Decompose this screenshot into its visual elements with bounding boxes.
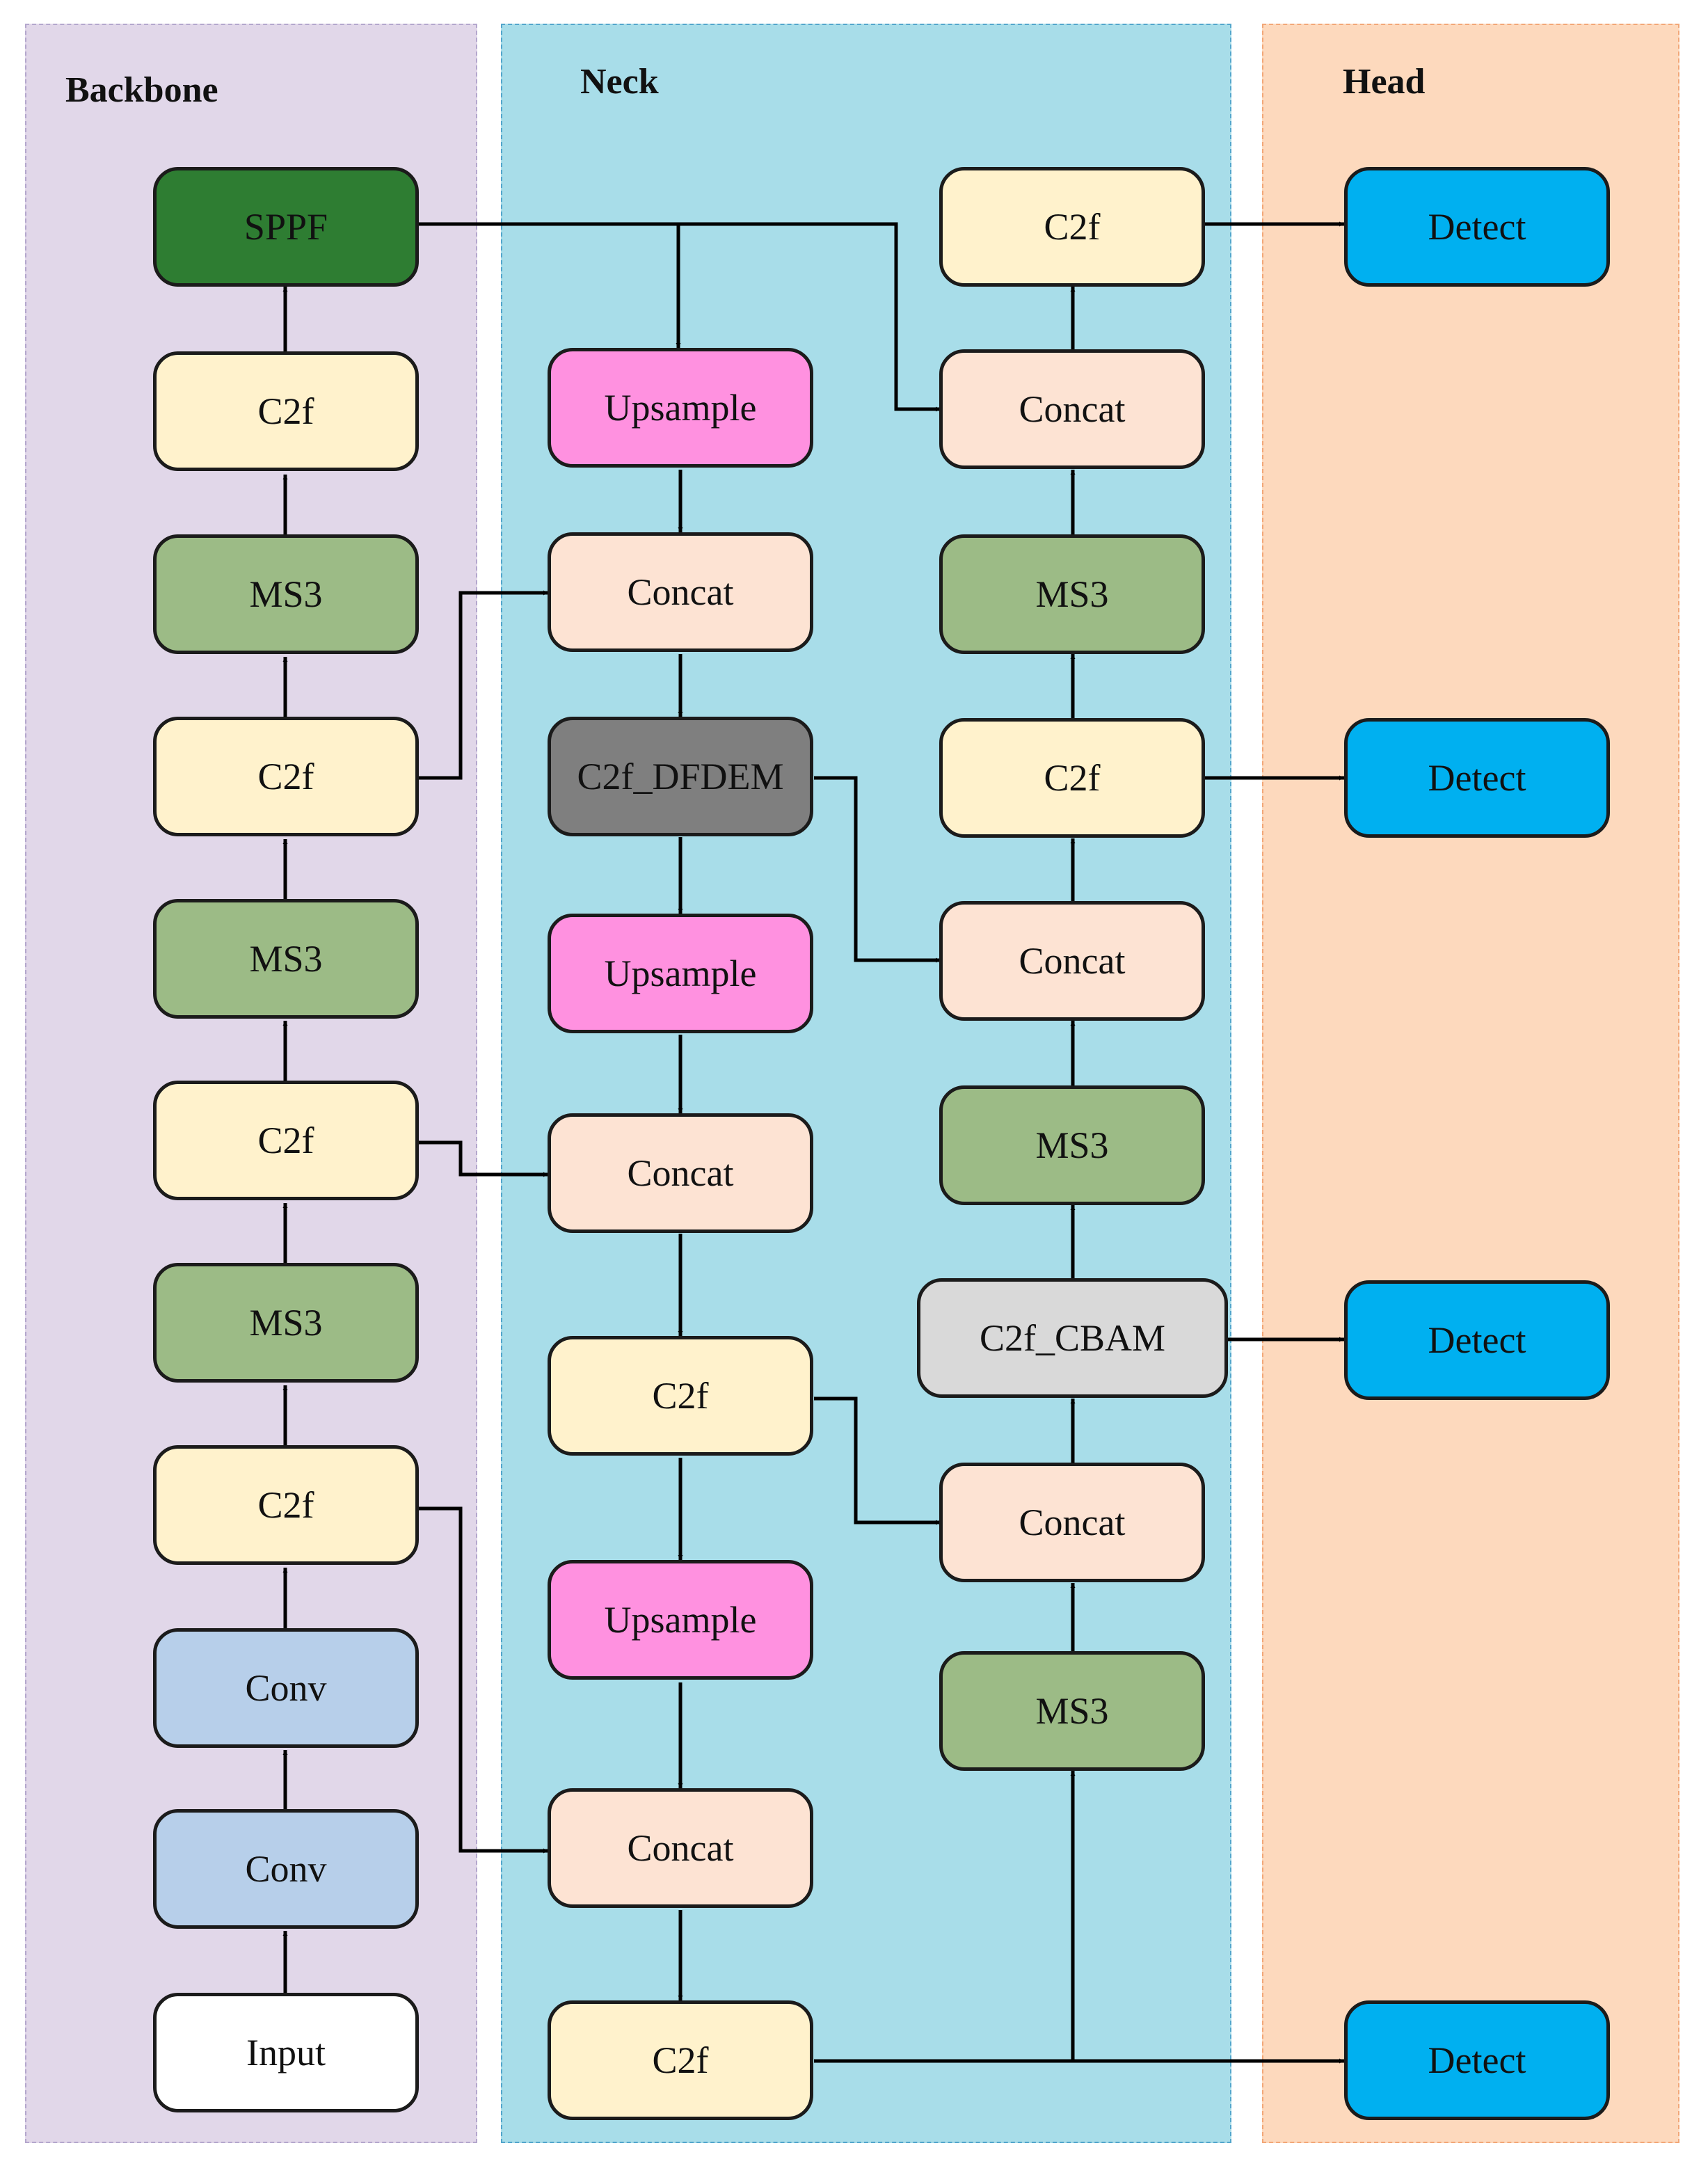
arrow-c2f-concat-r3 — [814, 1396, 941, 1525]
detect-node: Detect — [1344, 1280, 1610, 1400]
concat-node: Concat — [548, 1113, 813, 1233]
concat-node: Concat — [548, 532, 813, 652]
concat-node: Concat — [939, 1463, 1205, 1582]
head-title: Head — [1343, 62, 1426, 102]
input-node: Input — [153, 1993, 419, 2112]
arrow-c2f2-concat-2 — [416, 1140, 548, 1177]
upsample-node: Upsample — [548, 914, 813, 1033]
arrow-c2f3-concat-1 — [416, 590, 548, 780]
detect-node: Detect — [1344, 718, 1610, 838]
detect-node: Detect — [1344, 167, 1610, 287]
ms3-node: MS3 — [153, 899, 419, 1019]
ms3-node: MS3 — [153, 1263, 419, 1383]
ms3-node: MS3 — [939, 534, 1205, 654]
c2f-node: C2f — [939, 167, 1205, 287]
arrow-sppf-upsample — [416, 222, 681, 348]
c2f-node: C2f — [548, 1336, 813, 1456]
concat-node: Concat — [548, 1788, 813, 1908]
concat-node: Concat — [939, 349, 1205, 469]
sppf-node: SPPF — [153, 167, 419, 287]
head-panel — [1262, 24, 1679, 2143]
c2f-node: C2f — [548, 2000, 813, 2120]
conv-node: Conv — [153, 1809, 419, 1929]
backbone-title: Backbone — [65, 70, 218, 110]
concat-node: Concat — [939, 901, 1205, 1021]
upsample-node: Upsample — [548, 1560, 813, 1680]
c2f-node: C2f — [153, 1081, 419, 1200]
ms3-node: MS3 — [153, 534, 419, 654]
c2f-node: C2f — [153, 351, 419, 471]
ms3-node: MS3 — [939, 1651, 1205, 1771]
detect-node: Detect — [1344, 2000, 1610, 2120]
arrow-sppf-concat-r1 — [678, 222, 941, 412]
arrow-dfdem-concat-r2 — [814, 776, 941, 963]
conv-node: Conv — [153, 1628, 419, 1748]
upsample-node: Upsample — [548, 348, 813, 468]
arrow-c2f1-concat-3 — [416, 1506, 548, 1854]
ms3-node: MS3 — [939, 1085, 1205, 1205]
c2f-node: C2f — [153, 1445, 419, 1565]
c2f-cbam-node: C2f_CBAM — [917, 1278, 1228, 1398]
c2f-node: C2f — [153, 717, 419, 836]
neck-title: Neck — [580, 62, 659, 102]
c2f-node: C2f — [939, 718, 1205, 838]
c2f-dfdem-node: C2f_DFDEM — [548, 717, 813, 836]
